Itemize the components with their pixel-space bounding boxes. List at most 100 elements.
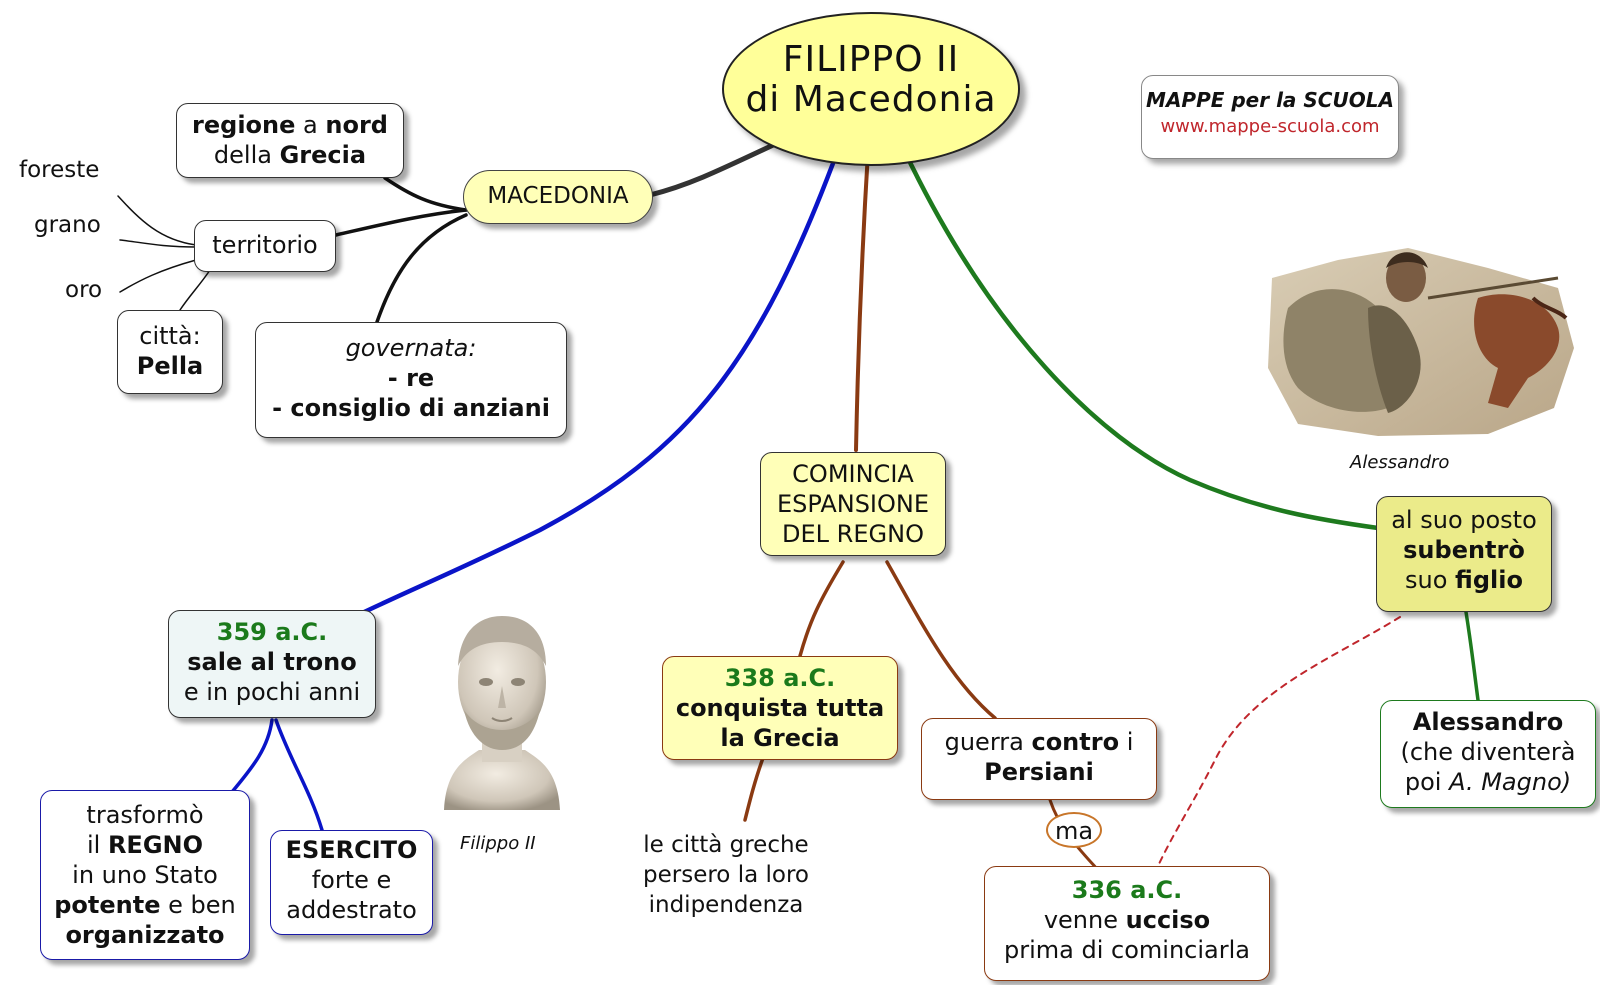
alexander-l2: (che diventerà bbox=[1400, 738, 1576, 766]
link-territory-oro bbox=[119, 259, 197, 293]
link-succession-alexander bbox=[1464, 610, 1480, 702]
region-of: della bbox=[213, 141, 280, 169]
resource-oro: oro bbox=[65, 277, 103, 303]
alexander-node: Alessandro (che diventerà poi A. Magno) bbox=[1380, 700, 1596, 808]
brand-url[interactable]: www.mappe-scuola.com bbox=[1160, 116, 1380, 137]
governed-item2: - consiglio di anziani bbox=[272, 394, 550, 422]
throne-node: 359 a.C. sale al trono e in pochi anni bbox=[168, 610, 376, 718]
alexander-l3a: poi bbox=[1404, 768, 1450, 796]
governed-item1: - re bbox=[387, 364, 435, 392]
army-l2: forte e bbox=[311, 866, 392, 894]
army-l3: addestrato bbox=[286, 896, 417, 924]
title-line1: FILIPPO II bbox=[782, 39, 960, 80]
war-l1a: guerra bbox=[944, 728, 1032, 756]
territory-label: territorio bbox=[212, 231, 318, 259]
link-title-throne bbox=[357, 147, 841, 617]
independence-l2: persero la loro bbox=[643, 862, 809, 888]
killed-year: 336 a.C. bbox=[1071, 876, 1183, 904]
expansion-node: COMINCIA ESPANSIONE DEL REGNO bbox=[760, 452, 946, 556]
link-succession-killed-dashed bbox=[1157, 616, 1401, 867]
brand-box: MAPPE per la SCUOLA www.mappe-scuola.com bbox=[1141, 75, 1399, 159]
succession-node: al suo posto subentrò suo figlio bbox=[1376, 496, 1552, 612]
link-macedonia-region bbox=[383, 176, 468, 212]
independence-text: le città greche persero la loro indipend… bbox=[620, 830, 832, 920]
killed-ucciso: ucciso bbox=[1125, 906, 1211, 934]
link-conquest-independence bbox=[743, 756, 765, 822]
state-l5: organizzato bbox=[65, 921, 225, 949]
state-l3: in uno Stato bbox=[72, 861, 218, 889]
state-l2a: il bbox=[86, 831, 108, 859]
expansion-l1: COMINCIA bbox=[792, 460, 914, 488]
conquest-year: 338 a.C. bbox=[724, 664, 836, 692]
governed-label: governata: bbox=[345, 334, 477, 362]
succession-l1: al suo posto bbox=[1391, 506, 1537, 534]
connector-ma-label: ma bbox=[1046, 812, 1102, 848]
macedonia-node: MACEDONIA bbox=[463, 170, 653, 224]
war-l1: guerra contro i bbox=[922, 727, 1156, 757]
state-regno: REGNO bbox=[107, 831, 204, 859]
conquest-node: 338 a.C. conquista tutta la Grecia bbox=[662, 656, 898, 760]
territory-node: territorio bbox=[194, 220, 336, 272]
link-throne-state bbox=[230, 718, 274, 794]
region-north: nord bbox=[325, 111, 388, 139]
killed-l3: prima di cominciarla bbox=[1004, 936, 1250, 964]
killed-node: 336 a.C. venne ucciso prima di cominciar… bbox=[984, 866, 1270, 981]
throne-line2: sale al trono bbox=[187, 648, 357, 676]
link-macedonia-territory bbox=[334, 208, 468, 237]
philip-caption: Filippo II bbox=[460, 833, 536, 854]
army-node: ESERCITO forte e addestrato bbox=[270, 830, 433, 935]
state-l4: potente e ben bbox=[41, 890, 249, 920]
war-l1c: i bbox=[1119, 728, 1134, 756]
link-expansion-conquest bbox=[798, 560, 845, 658]
resource-grano: grano bbox=[34, 212, 101, 238]
governed-node: governata: - re - consiglio di anziani bbox=[255, 322, 567, 438]
throne-line3: e in pochi anni bbox=[183, 678, 361, 706]
region-line1: regione a nord bbox=[177, 110, 403, 140]
link-territory-grano bbox=[119, 239, 197, 248]
alexander-magno: A. Magno) bbox=[1449, 768, 1572, 796]
alexander-mosaic-image bbox=[1268, 248, 1574, 436]
state-node: trasformò il REGNO in uno Stato potente … bbox=[40, 790, 250, 960]
city-name: Pella bbox=[136, 352, 204, 380]
throne-year: 359 a.C. bbox=[216, 618, 328, 646]
succession-l2: subentrò bbox=[1403, 536, 1525, 564]
region-conj: a bbox=[295, 111, 326, 139]
succession-figlio: figlio bbox=[1455, 566, 1523, 594]
state-l4b: e ben bbox=[160, 891, 236, 919]
conquest-l2: conquista tutta bbox=[675, 694, 885, 722]
philip-bust-image bbox=[444, 616, 560, 810]
city-label: città: bbox=[139, 322, 201, 350]
title-node: FILIPPO II di Macedonia bbox=[722, 12, 1020, 166]
region-node: regione a nord della Grecia bbox=[176, 103, 404, 178]
killed-l2: venne ucciso bbox=[985, 905, 1269, 935]
region-word: regione bbox=[192, 111, 296, 139]
succession-l3a: suo bbox=[1405, 566, 1456, 594]
link-title-macedonia bbox=[647, 135, 791, 198]
link-title-succession bbox=[902, 149, 1381, 531]
expansion-l3: DEL REGNO bbox=[782, 520, 924, 548]
link-territory-foreste bbox=[117, 195, 197, 246]
title-line2: di Macedonia bbox=[745, 79, 997, 120]
killed-l2a: venne bbox=[1043, 906, 1126, 934]
region-line2: della Grecia bbox=[177, 140, 403, 170]
resource-foreste: foreste bbox=[19, 157, 100, 183]
link-expansion-war bbox=[885, 560, 997, 720]
city-node: città: Pella bbox=[117, 310, 223, 394]
state-l2: il REGNO bbox=[41, 830, 249, 860]
independence-l3: indipendenza bbox=[648, 892, 804, 918]
link-territory-city bbox=[179, 269, 211, 311]
macedonia-label: MACEDONIA bbox=[487, 183, 629, 209]
expansion-l2: ESPANSIONE bbox=[776, 490, 930, 518]
region-greece: Grecia bbox=[279, 141, 367, 169]
alexander-caption: Alessandro bbox=[1350, 452, 1450, 473]
link-title-expansion bbox=[854, 150, 870, 452]
state-l1: trasformò bbox=[86, 801, 204, 829]
war-l2: Persiani bbox=[984, 758, 1094, 786]
link-macedonia-governed bbox=[375, 213, 468, 324]
alexander-l3: poi A. Magno) bbox=[1381, 767, 1595, 797]
alexander-l1: Alessandro bbox=[1412, 708, 1564, 736]
conquest-l3: la Grecia bbox=[720, 724, 840, 752]
independence-l1: le città greche bbox=[643, 832, 809, 858]
army-l1: ESERCITO bbox=[285, 836, 418, 864]
